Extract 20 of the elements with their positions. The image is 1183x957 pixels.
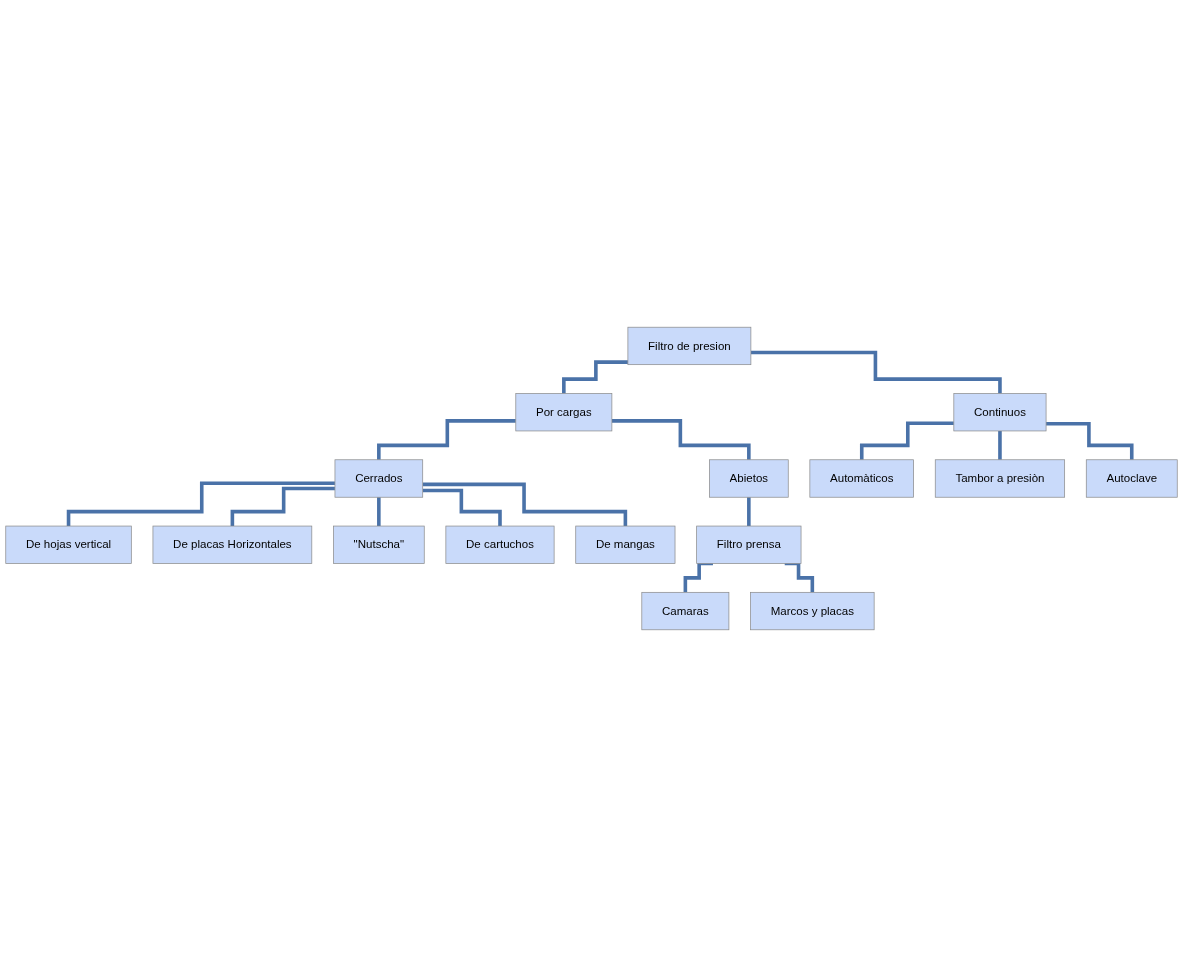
connector: [422, 488, 502, 528]
node-box: De placas Horizontales: [152, 525, 313, 564]
node-box: Camaras: [641, 591, 730, 631]
node-box: Por cargas: [515, 393, 613, 432]
node-box: Cerrados: [334, 459, 424, 498]
node-box: Tambor a presiòn: [934, 459, 1065, 498]
node-box: Marcos y placas: [750, 591, 875, 631]
node-box: De cartuchos: [445, 525, 555, 564]
node-box: "Nutscha": [333, 525, 425, 564]
connector: [66, 481, 335, 528]
node-box: Filtro de presion: [627, 326, 752, 366]
node-box: Autoclave: [1085, 459, 1178, 498]
node-box: Filtro prensa: [696, 525, 802, 564]
connector: [230, 486, 335, 528]
node-box: Automàticos: [809, 459, 914, 498]
node-box: De hojas vertical: [5, 525, 132, 564]
node-box: De mangas: [575, 525, 676, 564]
connector: [422, 482, 628, 528]
node-box: Abietos: [709, 459, 789, 498]
node-box: Continuos: [953, 393, 1047, 432]
